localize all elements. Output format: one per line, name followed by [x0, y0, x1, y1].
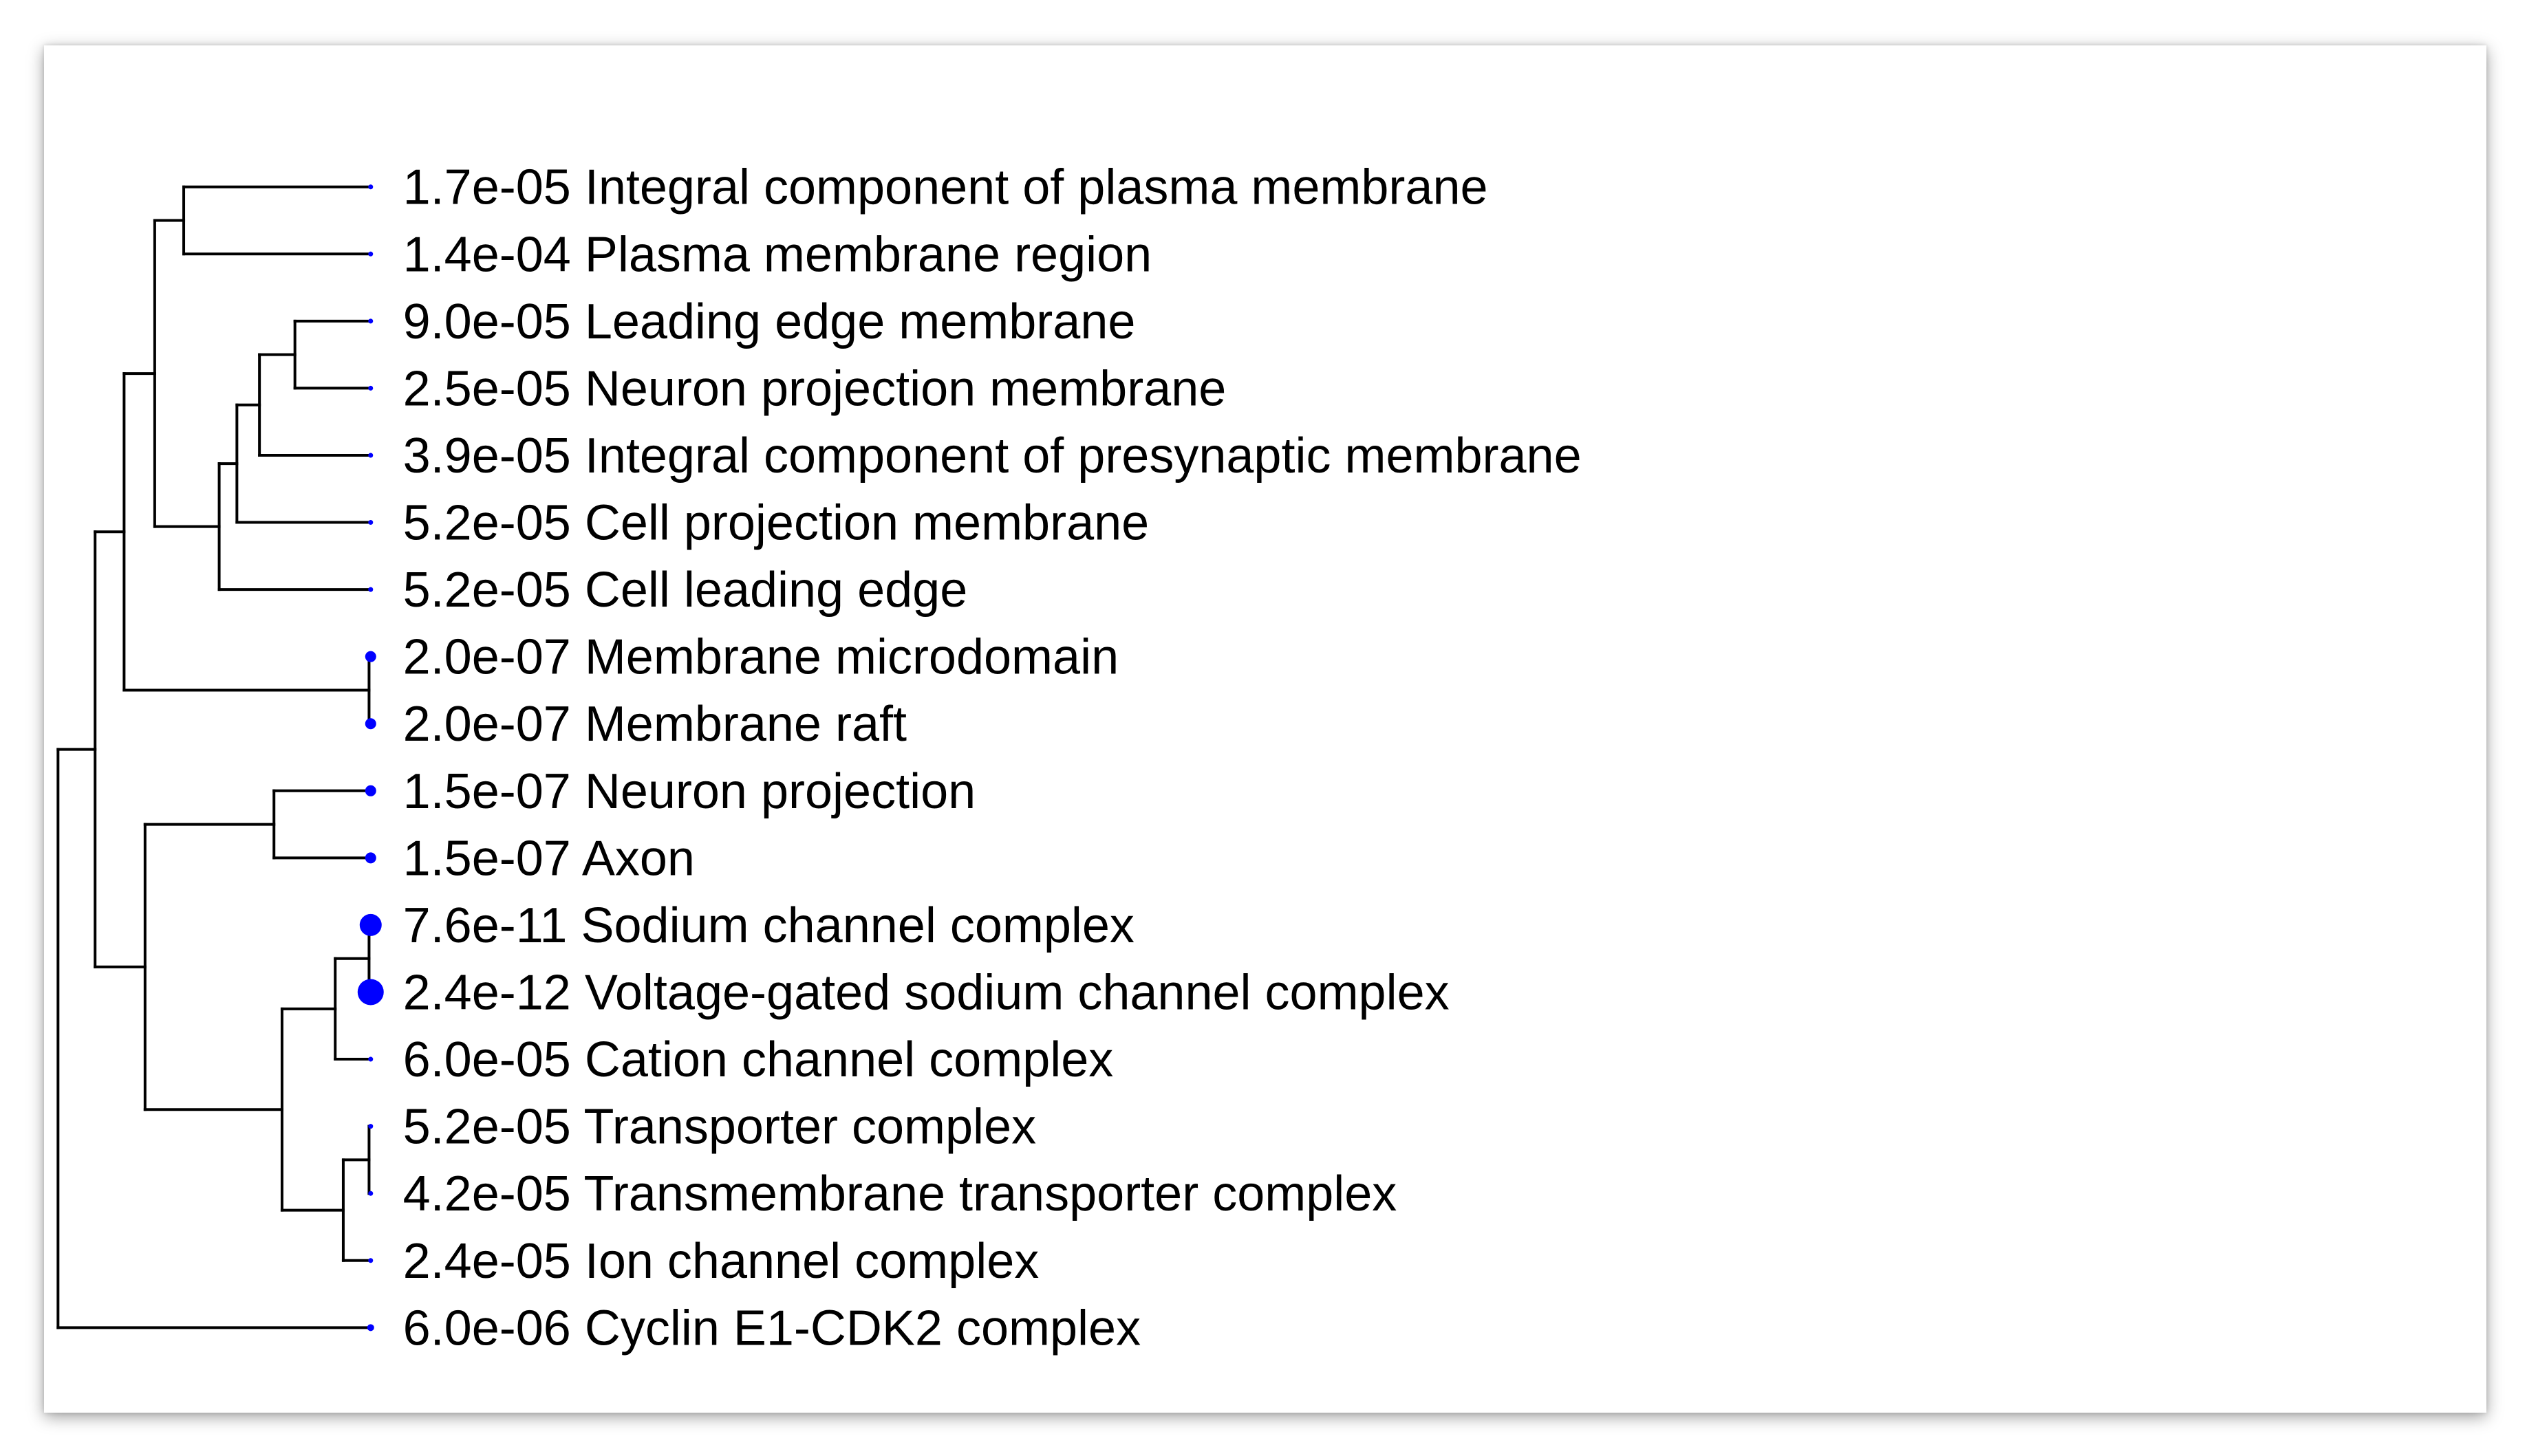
leaf-marker	[367, 1324, 374, 1332]
leaf-label: 1.5e-07 Neuron projection	[403, 764, 976, 819]
leaf-marker	[368, 587, 374, 592]
leaf-label: 9.0e-05 Leading edge membrane	[403, 294, 1136, 349]
leaf-marker	[365, 852, 376, 864]
leaf-label: 2.5e-05 Neuron projection membrane	[403, 361, 1227, 416]
leaf-marker	[368, 385, 374, 391]
leaf-label: 4.2e-05 Transmembrane transporter comple…	[403, 1166, 1397, 1221]
leaf-marker	[368, 1056, 374, 1062]
leaf-labels: 1.7e-05 Integral component of plasma mem…	[403, 160, 1582, 1356]
leaf-label: 2.0e-07 Membrane microdomain	[403, 630, 1119, 685]
leaf-label: 2.4e-05 Ion channel complex	[403, 1234, 1040, 1289]
leaf-label: 1.5e-07 Axon	[403, 831, 695, 886]
leaf-term: Membrane raft	[585, 697, 907, 752]
leaf-pvalue: 1.4e-04	[403, 227, 571, 282]
leaf-pvalue: 2.5e-05	[403, 361, 571, 416]
leaf-marker	[357, 979, 384, 1006]
leaf-marker	[368, 1124, 374, 1129]
leaf-term: Cell projection membrane	[585, 496, 1149, 551]
leaf-pvalue: 7.6e-11	[403, 898, 568, 953]
leaf-label: 2.4e-12 Voltage-gated sodium channel com…	[403, 965, 1450, 1020]
leaf-term: Leading edge membrane	[585, 294, 1136, 349]
leaf-marker	[368, 318, 374, 324]
leaf-term: Integral component of plasma membrane	[585, 160, 1488, 215]
leaf-marker	[368, 1258, 374, 1263]
leaf-term: Transmembrane transporter complex	[584, 1166, 1397, 1221]
leaf-pvalue: 2.0e-07	[403, 630, 571, 685]
leaf-marker	[365, 785, 376, 796]
leaf-marker	[368, 1191, 374, 1196]
leaf-pvalue: 1.7e-05	[403, 160, 571, 215]
leaf-term: Cyclin E1-CDK2 complex	[585, 1301, 1141, 1356]
leaf-pvalue: 2.0e-07	[403, 697, 571, 752]
leaf-term: Cation channel complex	[585, 1032, 1113, 1087]
leaf-term: Cell leading edge	[585, 563, 967, 618]
leaf-term: Axon	[582, 831, 695, 886]
leaf-term: Sodium channel complex	[581, 898, 1134, 953]
leaf-marker	[368, 251, 374, 257]
leaf-markers	[357, 184, 384, 1332]
leaf-label: 7.6e-11 Sodium channel complex	[403, 898, 1135, 953]
dendrogram-branches	[56, 185, 372, 1329]
leaf-marker	[365, 718, 376, 730]
leaf-label: 5.2e-05 Cell leading edge	[403, 563, 968, 618]
leaf-label: 3.9e-05 Integral component of presynapti…	[403, 428, 1582, 483]
leaf-pvalue: 6.0e-05	[403, 1032, 571, 1087]
leaf-pvalue: 4.2e-05	[403, 1166, 571, 1221]
leaf-term: Integral component of presynaptic membra…	[585, 428, 1582, 483]
leaf-label: 6.0e-06 Cyclin E1-CDK2 complex	[403, 1301, 1141, 1356]
leaf-label: 1.7e-05 Integral component of plasma mem…	[403, 160, 1488, 215]
leaf-pvalue: 2.4e-12	[403, 965, 571, 1020]
leaf-pvalue: 6.0e-06	[403, 1301, 571, 1356]
leaf-pvalue: 1.5e-07	[403, 831, 571, 886]
leaf-label: 2.0e-07 Membrane raft	[403, 697, 907, 752]
leaf-term: Voltage-gated sodium channel complex	[585, 965, 1450, 1020]
leaf-marker	[368, 453, 374, 458]
leaf-term: Ion channel complex	[585, 1234, 1039, 1289]
leaf-term: Neuron projection membrane	[585, 361, 1226, 416]
figure-card	[44, 45, 2486, 1413]
leaf-label: 6.0e-05 Cation channel complex	[403, 1032, 1114, 1087]
leaf-marker	[368, 520, 374, 525]
leaf-marker	[359, 913, 382, 936]
leaf-term: Transporter complex	[584, 1100, 1037, 1155]
leaf-pvalue: 3.9e-05	[403, 428, 571, 483]
leaf-term: Plasma membrane region	[585, 227, 1152, 282]
leaf-pvalue: 5.2e-05	[403, 496, 571, 551]
leaf-pvalue: 1.5e-07	[403, 764, 571, 819]
leaf-label: 5.2e-05 Transporter complex	[403, 1100, 1036, 1155]
leaf-pvalue: 5.2e-05	[403, 1100, 571, 1155]
leaf-term: Membrane microdomain	[585, 630, 1119, 685]
leaf-pvalue: 9.0e-05	[403, 294, 571, 349]
leaf-label: 1.4e-04 Plasma membrane region	[403, 227, 1152, 282]
leaf-label: 5.2e-05 Cell projection membrane	[403, 496, 1150, 551]
leaf-marker	[365, 651, 376, 662]
leaf-pvalue: 5.2e-05	[403, 563, 571, 618]
leaf-marker	[368, 184, 374, 190]
leaf-term: Neuron projection	[585, 764, 976, 819]
leaf-pvalue: 2.4e-05	[403, 1234, 571, 1289]
